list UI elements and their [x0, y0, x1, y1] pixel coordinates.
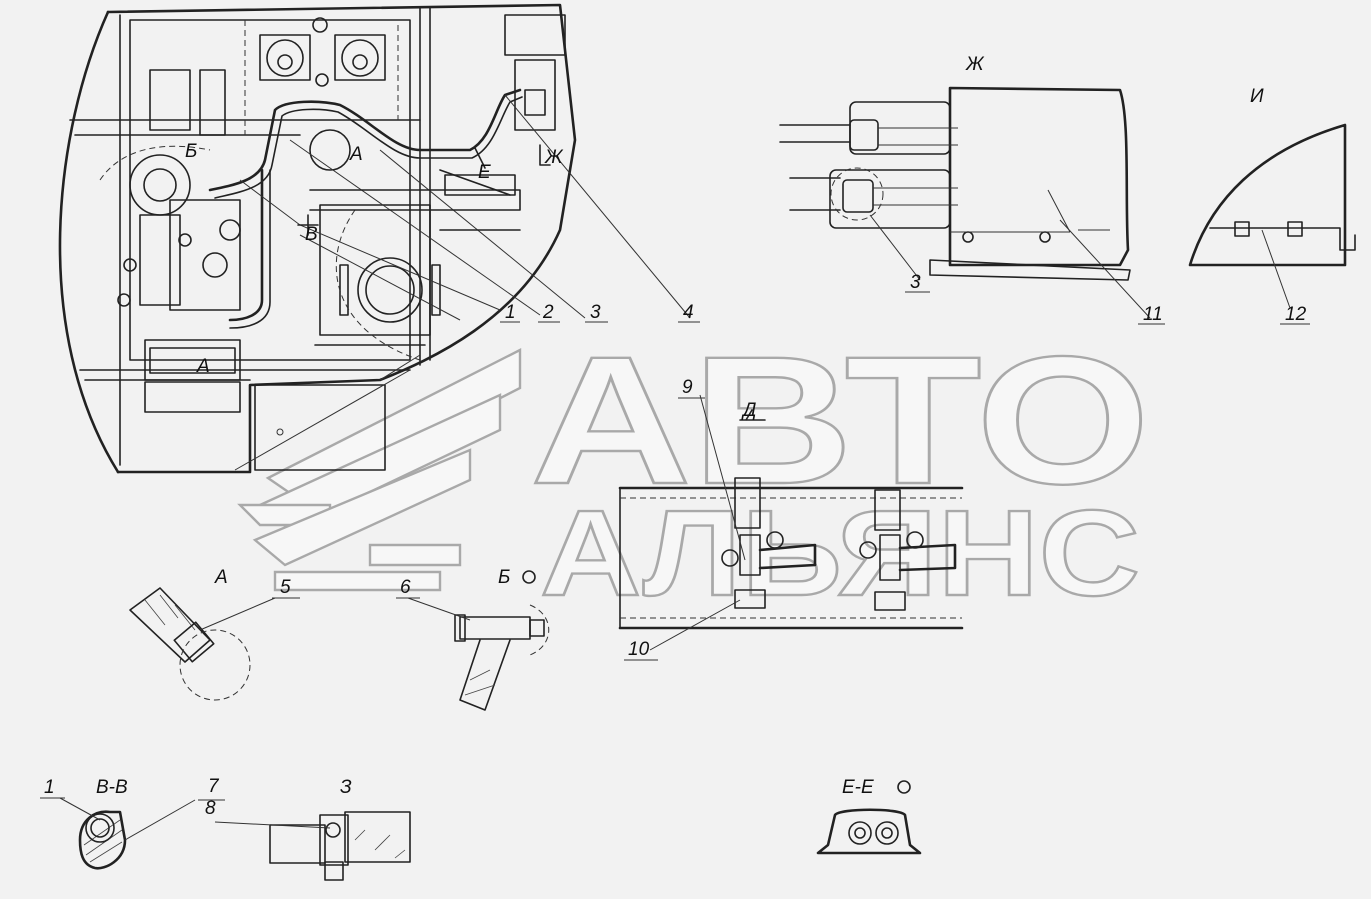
part-label-2: 2 [542, 302, 554, 323]
part-label-6: 6 [400, 577, 411, 598]
main-label-v: В [305, 224, 318, 245]
part-label-1-bottom: 1 [44, 777, 55, 798]
rotation-mark-icon [897, 780, 911, 794]
rotation-mark-icon [522, 570, 536, 584]
part-label-1: 1 [505, 302, 516, 323]
part-label-9: 9 [682, 377, 693, 398]
main-label-b: Б [185, 141, 197, 162]
main-label-zh: Ж [544, 147, 564, 168]
view-title-b: Б [498, 567, 510, 588]
view-title-d: Д [741, 400, 756, 421]
view-a-detail [129, 587, 276, 701]
part-label-7: 7 [208, 776, 220, 797]
part-label-5: 5 [280, 577, 291, 598]
part-label-11: 11 [1143, 304, 1163, 325]
view-zh-detail [779, 86, 1151, 319]
view-d-detail [618, 394, 964, 651]
main-label-a2: А [196, 356, 210, 377]
view-title-i: И [1250, 86, 1264, 107]
section-title-ee: Е-Е [842, 777, 874, 798]
watermark-logo [237, 348, 522, 592]
section-title-vv: В-В [96, 777, 128, 798]
main-label-a: А [349, 144, 363, 165]
view-title-zh: Ж [965, 54, 985, 75]
part-label-3: 3 [590, 302, 601, 323]
section-ee-detail [816, 808, 922, 855]
main-label-e: Е [478, 162, 491, 183]
view-i-detail [1188, 123, 1356, 309]
part-label-8: 8 [205, 798, 216, 819]
part-label-12: 12 [1285, 304, 1307, 325]
view-z-detail [214, 811, 411, 881]
part-label-3-zh: 3 [910, 272, 921, 293]
view-title-a: А [214, 567, 228, 588]
part-label-10: 10 [628, 639, 650, 660]
section-vv-detail [59, 797, 196, 870]
main-plan-view [58, 3, 691, 474]
part-label-4: 4 [683, 302, 694, 323]
view-title-z: З [340, 777, 352, 798]
watermark-line2: АЛЬЯНС [540, 485, 1140, 621]
view-b-detail [407, 597, 550, 711]
